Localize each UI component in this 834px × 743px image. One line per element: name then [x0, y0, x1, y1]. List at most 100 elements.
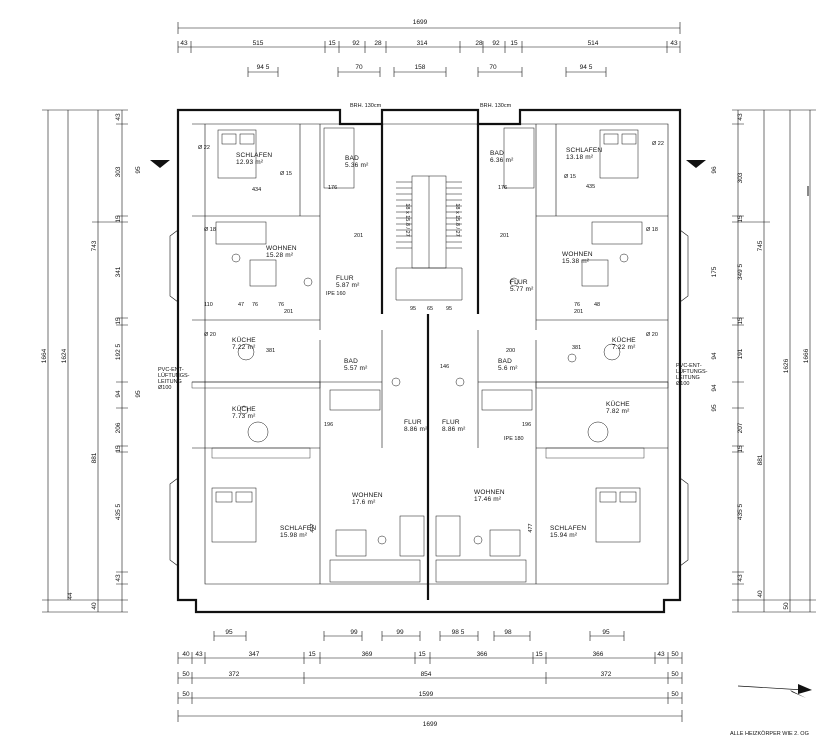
- inner-47: 47: [238, 302, 244, 308]
- inner-d15a: Ø 15: [280, 171, 292, 177]
- dim-bot-r2-3: 347: [249, 651, 260, 658]
- dim-right-marker-1: 96: [711, 166, 718, 174]
- dim-top-r2-2: 515: [253, 40, 264, 47]
- room-1-area: 12.93 m²: [236, 159, 264, 166]
- inner-381b: 381: [572, 345, 581, 351]
- dim-bot-r3-3: 854: [421, 671, 432, 678]
- room-3-name: BAD: [490, 150, 504, 157]
- inner-434: 434: [252, 187, 261, 193]
- inner-dimensions: Ø 22 Ø 22 Ø 15 Ø 15 Ø 18 Ø 18 Ø 20 Ø 20 …: [198, 141, 664, 533]
- room-labels: SCHLAFEN 12.93 m² BAD 5.36 m² BAD 6.36 m…: [232, 147, 636, 539]
- dim-left-in-3: 15: [115, 215, 122, 223]
- pvc-right-line-1: PVC-ENT-: [676, 363, 702, 369]
- dim-left-in-6: 192 5: [115, 343, 122, 360]
- inner-48: 48: [594, 302, 600, 308]
- pvc-right-line-4: Ø100: [676, 381, 689, 387]
- inner-95b: 95: [446, 306, 452, 312]
- inner-110: 110: [204, 302, 213, 308]
- dim-bot-r4-1: 50: [182, 691, 190, 698]
- dim-top-r2-10: 514: [588, 40, 599, 47]
- dim-left-in-12: 44: [67, 592, 74, 600]
- room-4-area: 13.18 m²: [566, 154, 594, 161]
- room-14-name: KÜCHE: [606, 400, 630, 408]
- ipe-right-note: IPE 180: [504, 436, 524, 442]
- dim-bot-r1-5: 98: [504, 629, 512, 636]
- dim-bot-total: 1699: [423, 721, 438, 728]
- dim-left-in-13: 40: [91, 602, 98, 610]
- inner-176b: 176: [498, 185, 507, 191]
- footnote-radiators: ALLE HEIZKÖRPER WIE 2. OG: [730, 730, 809, 737]
- room-16-name: FLUR: [442, 419, 460, 426]
- inner-477b: 477: [528, 523, 534, 532]
- room-9-area: 7.22 m²: [232, 344, 256, 351]
- room-2-area: 5.36 m²: [345, 162, 369, 169]
- dim-right-in-4: 349 5: [737, 263, 744, 280]
- dim-right-mid-1: 745: [757, 240, 764, 251]
- dim-left-mid-2: 881: [91, 452, 98, 463]
- inner-d18a: Ø 18: [204, 227, 216, 233]
- dim-bot-r1-1: 95: [225, 629, 233, 636]
- dim-right-in-6: 191: [737, 348, 744, 359]
- room-6-area: 15.38 m²: [562, 258, 590, 265]
- annotation-notes: BRH. 130cm BRH. 130cm PVC-ENT- LÜFTUNGS-…: [158, 103, 708, 442]
- room-5-area: 15.28 m²: [266, 252, 294, 259]
- room-1-name: SCHLAFEN: [236, 152, 272, 159]
- staircase: [395, 175, 463, 301]
- room-17-name: WOHNEN: [352, 492, 383, 499]
- room-19-area: 15.98 m²: [280, 532, 308, 539]
- dim-right-outer-2: 1666: [803, 348, 810, 363]
- inner-201b: 201: [500, 233, 509, 239]
- dim-left-in-2: 303: [115, 166, 122, 177]
- room-7-area: 5.87 m²: [336, 282, 360, 289]
- dim-top-total: 1699: [413, 19, 428, 26]
- pvc-right-line-3: LEITUNG: [676, 375, 700, 381]
- dim-bot-r3-4: 372: [601, 671, 612, 678]
- dim-left-in-4: 341: [115, 266, 122, 277]
- room-11-area: 5.57 m²: [344, 365, 368, 372]
- inner-d15b: Ø 15: [564, 174, 576, 180]
- dim-bot-r2-7: 366: [477, 651, 488, 658]
- room-4-name: SCHLAFEN: [566, 147, 602, 154]
- dim-top-r2-7: 28: [475, 40, 483, 47]
- room-10-area: 7.22 m²: [612, 344, 636, 351]
- inner-196b: 196: [522, 422, 531, 428]
- dim-top-r2-6: 314: [417, 40, 428, 47]
- room-13-area: 7.73 m²: [232, 413, 256, 420]
- bottom-dimension-chains: 95 99 99 98 5 98 95 40 43 347 15 369 15 …: [177, 629, 683, 728]
- building-walls: [169, 108, 689, 614]
- room-20-name: SCHLAFEN: [550, 525, 586, 532]
- inner-176a: 176: [328, 185, 337, 191]
- room-15-area: 8.86 m²: [404, 426, 428, 433]
- dim-top-r2-3: 15: [328, 40, 336, 47]
- dim-top-r3-5: 94 5: [580, 64, 593, 71]
- inner-201c: 201: [284, 309, 293, 315]
- dim-left-marker-2: 95: [135, 390, 142, 398]
- dim-left-in-7: 94: [115, 390, 122, 398]
- dim-left-outer-2: 1624: [61, 348, 68, 363]
- room-12-area: 5.6 m²: [498, 365, 518, 372]
- ipe-left-note: IPE 160: [326, 291, 346, 297]
- inner-d22a: Ø 22: [198, 145, 210, 151]
- dim-left-in-1: 43: [115, 113, 122, 121]
- north-arrow-icon: [737, 684, 812, 698]
- room-10-name: KÜCHE: [612, 336, 636, 344]
- dim-top-r3-2: 70: [355, 64, 363, 71]
- dim-bot-r2-1: 40: [182, 651, 190, 658]
- room-17-area: 17.6 m²: [352, 499, 376, 506]
- dim-top-r3-3: 158: [415, 64, 426, 71]
- dim-top-r3-4: 70: [489, 64, 497, 71]
- room-18-name: WOHNEN: [474, 489, 505, 496]
- room-16-area: 8.86 m²: [442, 426, 466, 433]
- inner-196a: 196: [324, 422, 333, 428]
- room-12-name: BAD: [498, 358, 512, 365]
- room-2-name: BAD: [345, 155, 359, 162]
- dim-right-mid-2: 881: [757, 454, 764, 465]
- dim-top-r2-5: 28: [374, 40, 382, 47]
- room-3-area: 6.36 m²: [490, 157, 514, 164]
- dim-right-in-2: 303: [737, 172, 744, 183]
- dim-bot-r4-2: 1599: [419, 691, 434, 698]
- dim-bot-r1-4: 98 5: [452, 629, 465, 636]
- dim-bot-r3-1: 50: [182, 671, 190, 678]
- stair-run-left: 18 x 15.8 / 27: [404, 203, 410, 236]
